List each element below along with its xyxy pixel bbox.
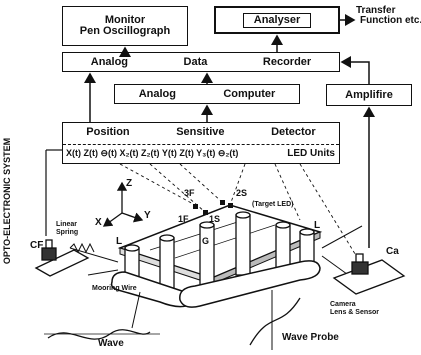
- axis-y-label: Y: [144, 210, 151, 221]
- axis-z-label: Z: [126, 178, 132, 189]
- coordinate-axes: [104, 183, 142, 226]
- wave-left-label: Wave: [98, 338, 124, 349]
- axis-x-label: X: [95, 217, 102, 228]
- length-l-right-label: L: [314, 220, 320, 231]
- camera-left: [36, 240, 88, 276]
- length-l-left-label: L: [116, 236, 122, 247]
- wave-probe-label: Wave Probe: [282, 332, 339, 343]
- linear-spring-label-2: Spring: [56, 229, 78, 236]
- led-2s-label: 2S: [236, 188, 247, 198]
- linear-spring-label-1: Linear: [56, 221, 77, 228]
- led-1s-label: 1S: [209, 214, 220, 224]
- camera-label: Camera: [330, 301, 356, 308]
- led-1f-label: 1F: [178, 214, 189, 224]
- amplifier-to-recorder-line: [342, 62, 369, 84]
- mooring-wire-label: Mooring Wire: [92, 285, 137, 292]
- center-g-label: G: [202, 236, 209, 246]
- led-3f-label: 3F: [184, 188, 195, 198]
- camera-left-cf-label: CF: [30, 240, 43, 251]
- target-led-label: (Target LED): [252, 201, 293, 208]
- lens-sensor-label: Lens & Sensor: [330, 309, 379, 316]
- camera-right-ca-label: Ca: [386, 246, 399, 257]
- camera-right: [334, 254, 404, 294]
